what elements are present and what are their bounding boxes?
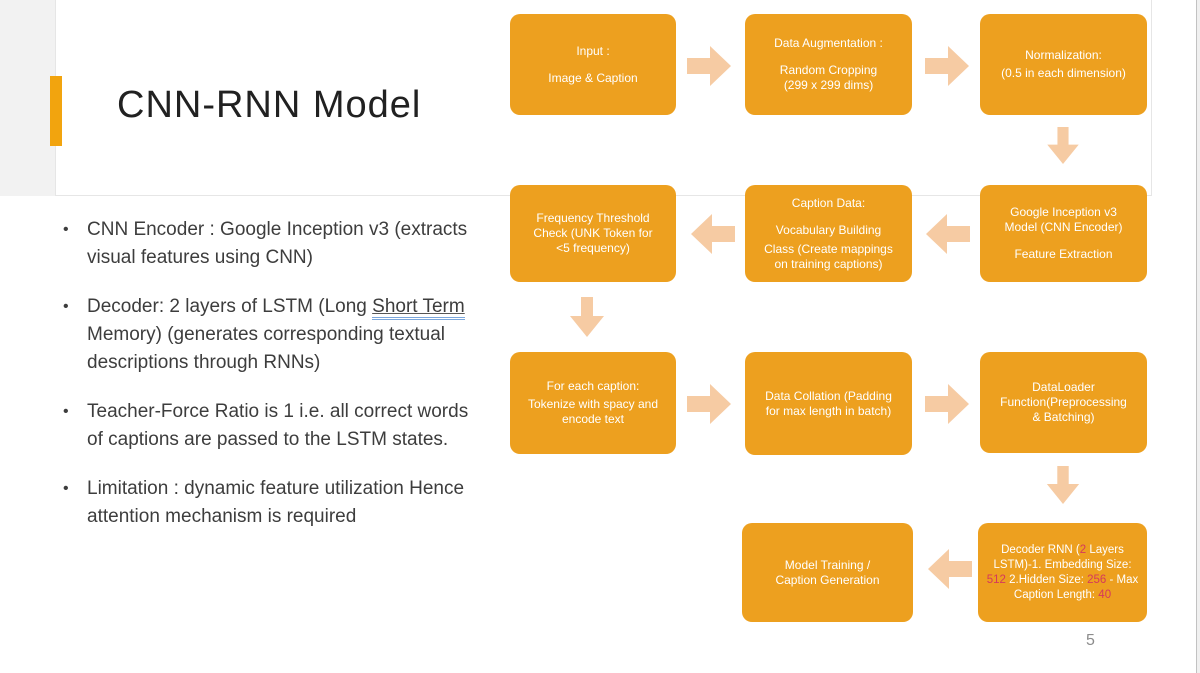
arrow-right-icon: [925, 384, 969, 424]
page-number: 5: [1086, 632, 1095, 649]
arrow-down-icon: [570, 297, 604, 337]
arrow-left-icon: [691, 214, 735, 254]
decoder-value-embedding-size: 512: [986, 573, 1006, 586]
flow-box-line: Tokenize with spacy and: [527, 397, 659, 411]
flow-box-line: Data Collation (Padding: [765, 388, 892, 403]
arrow-right-icon: [687, 384, 731, 424]
flow-box-model-training: Model Training / Caption Generation: [742, 523, 913, 622]
flow-box-line: <5 frequency): [556, 241, 630, 255]
bullet-marker: •: [63, 403, 69, 420]
bullet-text: Limitation : dynamic feature utilization…: [87, 478, 465, 527]
flow-box-line: Google Inception v3: [1010, 205, 1117, 219]
decoder-text-segment: Layers LSTM)-1. Embedding Size:: [993, 543, 1132, 571]
flow-box-line: Feature Extraction: [1014, 247, 1113, 261]
slide-outer-background: [1197, 0, 1200, 673]
flow-box-inception-encoder: Google Inception v3 Model (CNN Encoder) …: [980, 185, 1147, 282]
flow-box-input: Input : Image & Caption: [510, 14, 676, 115]
flow-box-line: encode text: [561, 412, 625, 426]
flow-box-line: Frequency Threshold: [536, 211, 650, 225]
flow-box-line: Model (CNN Encoder): [1004, 220, 1123, 234]
decoder-text-segment: 2.Hidden Size:: [1005, 573, 1088, 586]
flow-box-data-augmentation: Data Augmentation : Random Cropping (299…: [745, 14, 912, 115]
flow-box-line: Caption Generation: [775, 572, 880, 587]
arrow-right-icon: [925, 46, 969, 86]
slide-right-edge: [1196, 0, 1197, 673]
title-accent-bar: [50, 76, 62, 146]
flow-box-data-collation: Data Collation (Padding for max length i…: [745, 352, 912, 455]
flow-box-line: Class (Create mappings: [764, 241, 893, 256]
flow-box-rich-text: Decoder RNN (2 Layers LSTM)-1. Embedding…: [985, 543, 1140, 603]
bullet-item-cnn-encoder: • CNN Encoder : Google Inception v3 (ext…: [63, 216, 473, 272]
flow-box-line: Image & Caption: [548, 70, 638, 85]
flow-box-frequency-threshold: Frequency Threshold Check (UNK Token for…: [510, 185, 676, 282]
bullet-text: CNN Encoder : Google Inception v3 (extra…: [87, 219, 468, 268]
flow-box-line: & Batching): [1032, 410, 1095, 424]
decoder-value-hidden-size: 256: [1087, 573, 1107, 586]
bullet-item-teacher-force: • Teacher-Force Ratio is 1 i.e. all corr…: [63, 398, 473, 454]
flow-box-line: on training captions): [774, 256, 883, 271]
flow-box-line: for max length in batch): [765, 403, 892, 418]
arrow-down-icon: [1046, 466, 1080, 504]
arrow-left-icon: [926, 214, 970, 254]
flow-box-line: Check (UNK Token for: [533, 226, 653, 240]
slide-left-margin: [0, 0, 55, 196]
bullet-text-post: Memory) (generates corresponding textual…: [87, 324, 446, 373]
flow-box-line: (0.5 in each dimension): [1001, 66, 1126, 80]
bullet-marker: •: [63, 221, 69, 238]
flow-box-line: DataLoader: [1032, 380, 1095, 394]
bullet-list: • CNN Encoder : Google Inception v3 (ext…: [63, 216, 473, 552]
flow-box-line: (299 x 299 dims): [783, 78, 874, 92]
flow-box-line: Random Cropping: [779, 63, 878, 77]
flow-box-line: Input :: [576, 43, 610, 58]
underlined-phrase: Short Term: [372, 296, 465, 320]
bullet-item-limitation: • Limitation : dynamic feature utilizati…: [63, 475, 473, 531]
flow-box-dataloader: DataLoader Function(Preprocessing & Batc…: [980, 352, 1147, 453]
flow-box-line: Model Training /: [784, 557, 871, 572]
decoder-value-num-layers: 2: [1079, 543, 1087, 556]
flow-box-decoder-rnn: Decoder RNN (2 Layers LSTM)-1. Embedding…: [978, 523, 1147, 622]
page-title: CNN-RNN Model: [117, 84, 422, 126]
bullet-text: Decoder: 2 layers of LSTM (Long Short Te…: [87, 293, 473, 377]
arrow-left-icon: [928, 548, 972, 590]
flow-box-line: Data Augmentation :: [774, 36, 883, 50]
decoder-value-max-caption-length: 40: [1098, 588, 1112, 601]
flow-box-line: Function(Preprocessing: [1000, 395, 1127, 409]
decoder-text-segment: Decoder RNN (: [1001, 543, 1080, 556]
arrow-down-icon: [1046, 127, 1080, 164]
bullet-text: Teacher-Force Ratio is 1 i.e. all correc…: [87, 401, 469, 450]
bullet-text-pre: Decoder: 2 layers of LSTM (Long: [87, 296, 373, 317]
flow-box-line: For each caption:: [546, 379, 640, 393]
flow-box-tokenize: For each caption: Tokenize with spacy an…: [510, 352, 676, 454]
arrow-right-icon: [687, 46, 731, 86]
bullet-marker: •: [63, 298, 69, 315]
flow-box-line: Caption Data:: [791, 195, 866, 210]
flow-box-caption-data: Caption Data: Vocabulary Building Class …: [745, 185, 912, 282]
bullet-marker: •: [63, 480, 69, 497]
decoder-text-segment: - Max Caption Length:: [1013, 573, 1139, 601]
flow-box-line: Vocabulary Building: [775, 222, 882, 237]
bullet-item-decoder: • Decoder: 2 layers of LSTM (Long Short …: [63, 293, 473, 377]
flow-box-normalization: Normalization: (0.5 in each dimension): [980, 14, 1147, 115]
flow-box-line: Normalization:: [1025, 48, 1102, 62]
